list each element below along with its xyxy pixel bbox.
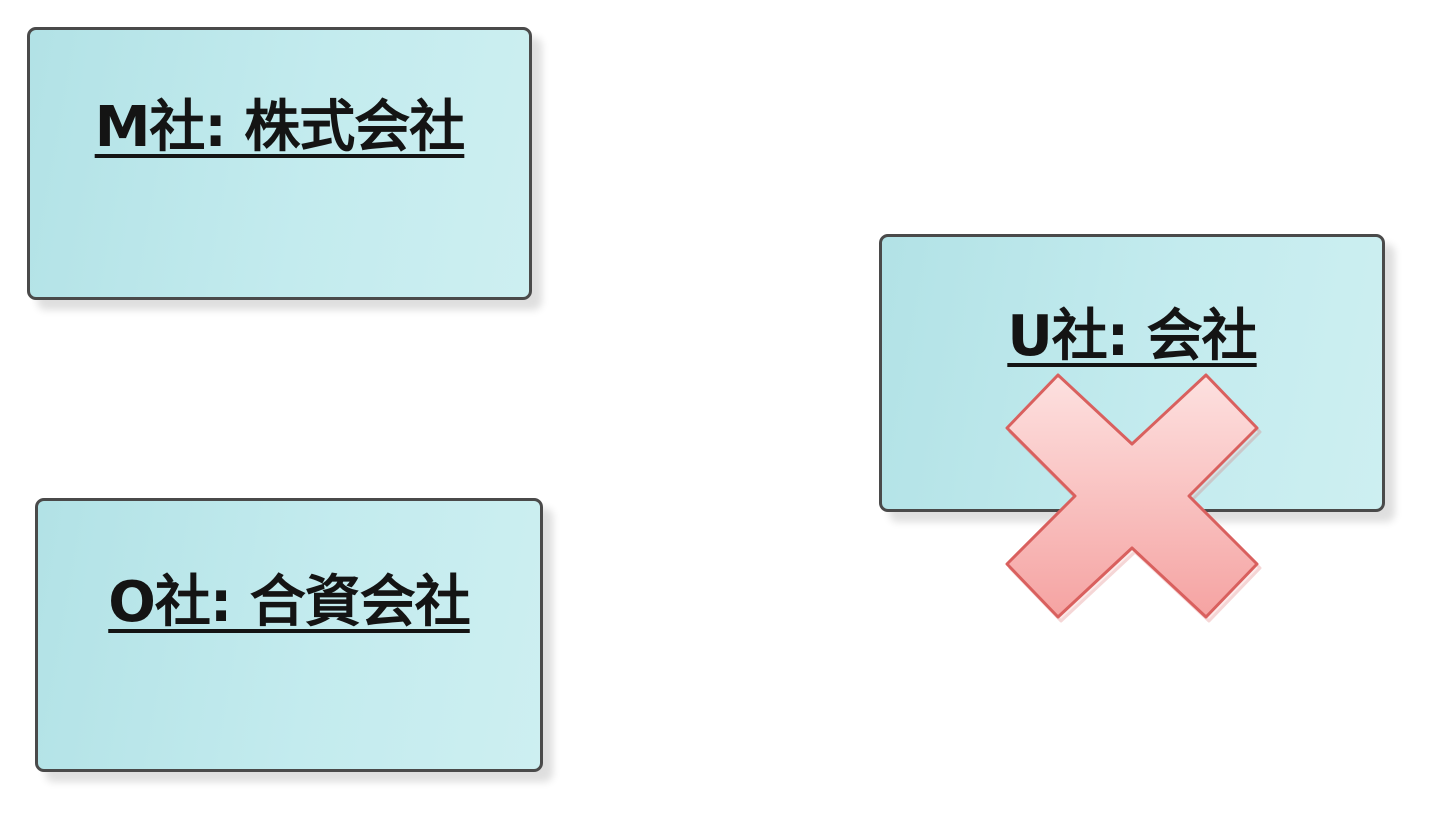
object-title-o: O社: 合資会社 <box>108 570 471 635</box>
object-box-m[interactable]: M社: 株式会社 <box>27 27 532 300</box>
object-title-u: U社: 会社 <box>1007 304 1257 369</box>
object-title-m: M社: 株式会社 <box>94 95 466 160</box>
destroy-x-icon <box>1005 373 1262 623</box>
object-box-o[interactable]: O社: 合資会社 <box>35 498 543 772</box>
x-cross-shape-main <box>1005 373 1259 619</box>
